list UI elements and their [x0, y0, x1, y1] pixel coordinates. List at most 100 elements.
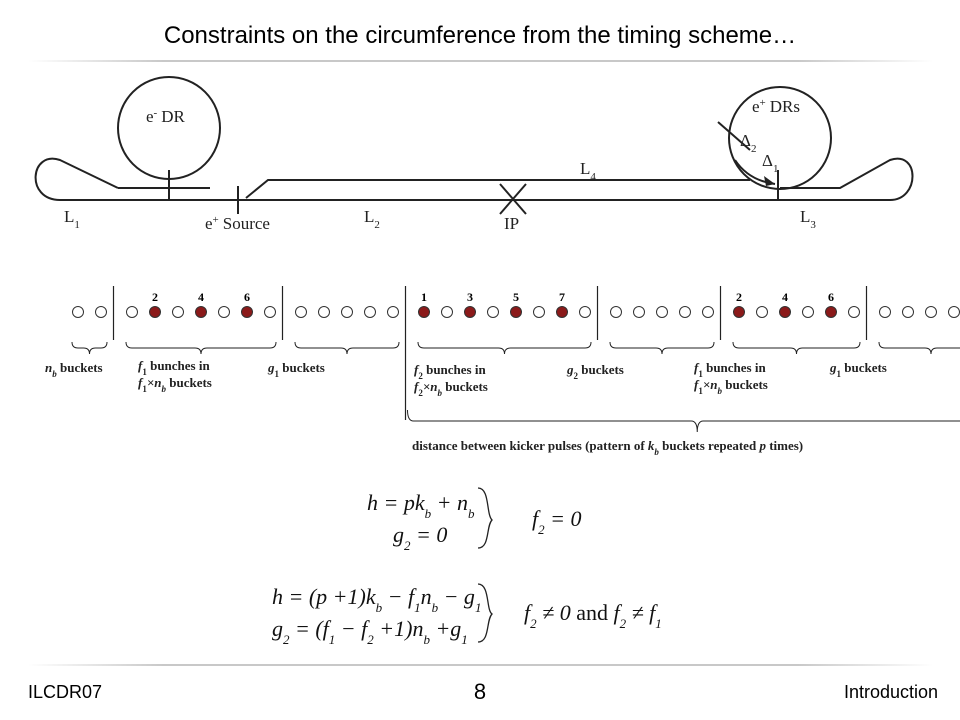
kicker-pattern-brace: [407, 409, 960, 433]
bunch-filled: [510, 306, 522, 318]
bunch-filled: [241, 306, 253, 318]
footer-divider: [28, 664, 933, 666]
group-brace: [609, 341, 715, 355]
f1-label-line2: f1×nb buckets: [138, 375, 212, 394]
ip-label: IP: [504, 214, 519, 233]
delta-marker: [717, 121, 751, 151]
bunch-filled: [779, 306, 791, 318]
group-brace: [417, 341, 592, 355]
eq2-rhs: f2 ≠ 0 and f2 ≠ f1: [524, 600, 662, 631]
f2-label-line2: f2×nb buckets: [414, 379, 488, 398]
bucket-empty: [579, 306, 591, 318]
bucket-empty: [95, 306, 107, 318]
group-brace: [294, 341, 400, 355]
bucket-empty: [610, 306, 622, 318]
bucket-empty: [948, 306, 960, 318]
f2-label-line1: f2 bunches in: [414, 362, 486, 381]
group-brace: [125, 341, 277, 355]
bunch-number: 2: [736, 290, 742, 304]
bucket-empty: [387, 306, 399, 318]
bucket-empty: [264, 306, 276, 318]
bucket-empty: [126, 306, 138, 318]
bucket-empty: [802, 306, 814, 318]
bunch-number: 3: [467, 290, 473, 304]
bucket-empty: [848, 306, 860, 318]
bunch-filled: [149, 306, 161, 318]
bunch-number: 5: [513, 290, 519, 304]
eq2-line1: h = (p +1)kb − f1nb − g1: [272, 584, 481, 615]
eq1-line1: h = pkb + nb: [367, 490, 475, 521]
group-brace: [878, 341, 960, 355]
line-L4: [245, 179, 750, 199]
g1-label-right: g1 buckets: [829, 360, 887, 379]
label-delta1: Δ1: [762, 151, 778, 175]
f1-right-label-line1: f1 bunches in: [694, 360, 766, 379]
eq2-line2: g2 = (f1 − f2 +1)nb +g1: [272, 616, 468, 647]
g2-label: g2 buckets: [566, 362, 624, 381]
f1-label-line1: f1 bunches in: [138, 358, 210, 377]
layout-diagram: [34, 76, 914, 215]
bucket-empty: [441, 306, 453, 318]
eq1-brace: [477, 487, 493, 549]
bunch-number: 7: [559, 290, 565, 304]
g1-label-left: g1 buckets: [267, 360, 325, 379]
ip-cross-b: [499, 183, 527, 215]
eq2-brace: [477, 583, 494, 643]
bunch-filled: [556, 306, 568, 318]
bucket-empty: [925, 306, 937, 318]
bucket-empty: [756, 306, 768, 318]
bucket-empty: [318, 306, 330, 318]
electron-damping-ring: [117, 76, 221, 180]
nb-buckets-label: nb buckets: [45, 360, 103, 379]
slide-title: Constraints on the circumference from th…: [163, 22, 797, 49]
bucket-empty: [218, 306, 230, 318]
bunch-filled: [464, 306, 476, 318]
label-L3: L3: [800, 207, 816, 231]
injection-arrowhead: [764, 176, 775, 186]
label-delta2: Δ2: [740, 131, 756, 155]
bucket-empty: [72, 306, 84, 318]
page-number: 8: [473, 679, 487, 704]
electron-ring-label: e-DR: [146, 107, 185, 126]
f1-right-label-line2: f1×nb buckets: [694, 377, 768, 396]
bucket-empty: [633, 306, 645, 318]
source-label: e+Source: [205, 214, 270, 233]
bucket-empty: [879, 306, 891, 318]
bunch-filled: [418, 306, 430, 318]
bucket-empty: [364, 306, 376, 318]
positron-ring-label: e+DRs: [752, 97, 800, 116]
bucket-empty: [679, 306, 691, 318]
bucket-empty: [487, 306, 499, 318]
bunch-number: 6: [828, 290, 834, 304]
label-L2: L2: [364, 207, 380, 231]
bucket-empty: [656, 306, 668, 318]
line-L1: [34, 157, 240, 201]
bunch-filled: [195, 306, 207, 318]
bunch-number: 4: [782, 290, 788, 304]
footer-conference: ILCDR07: [28, 682, 103, 702]
title-divider: [28, 60, 933, 62]
bunch-number: 2: [152, 290, 158, 304]
bucket-empty: [533, 306, 545, 318]
bunch-number: 6: [244, 290, 250, 304]
bucket-empty: [172, 306, 184, 318]
bucket-empty: [341, 306, 353, 318]
bucket-empty: [902, 306, 914, 318]
eq1-rhs: f2 = 0: [532, 506, 581, 537]
line-L3: [780, 157, 914, 201]
bucket-empty: [295, 306, 307, 318]
kicker-distance-label: distance between kicker pulses (pattern …: [412, 438, 803, 457]
group-brace: [732, 341, 861, 355]
group-brace: [71, 341, 108, 355]
eq1-line2: g2 = 0: [393, 522, 447, 553]
footer-section: Introduction: [843, 682, 938, 702]
bunch-number: 4: [198, 290, 204, 304]
bunch-filled: [733, 306, 745, 318]
label-L1: L1: [64, 207, 80, 231]
bunch-number: 1: [421, 290, 427, 304]
bucket-empty: [702, 306, 714, 318]
label-L4: L4: [580, 159, 596, 183]
bucket-diagram: 2 4 6 1 3 5 7 2 4 6: [71, 286, 960, 433]
bunch-filled: [825, 306, 837, 318]
